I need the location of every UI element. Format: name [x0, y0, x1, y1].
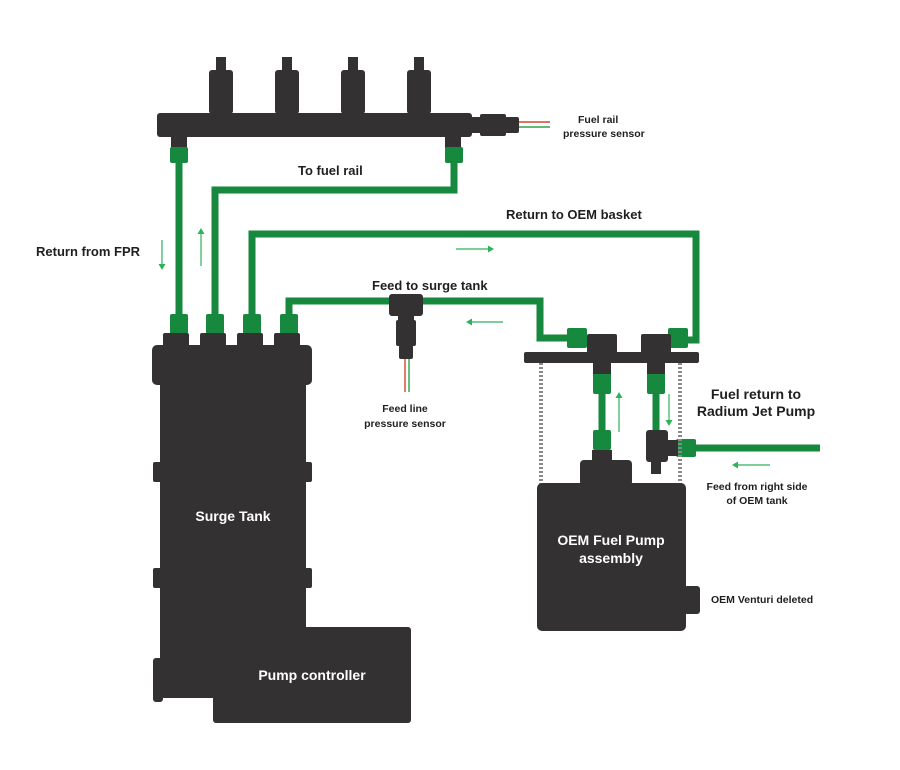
pipe-to-fuel-rail	[211, 148, 458, 323]
feed-line-pressure-sensor	[396, 320, 416, 392]
label-feed-line-pressure-sensor-1: Feed line	[382, 403, 428, 415]
flow-arrow-return-to-oem-basket	[456, 245, 494, 253]
flow-arrow-return-down	[665, 394, 673, 426]
flow-arrow-pump-feed	[615, 392, 623, 432]
label-fuel-rail-pressure-sensor-1: Fuel rail	[578, 114, 618, 126]
fuel-injector	[341, 57, 365, 114]
fuel-rail	[157, 57, 472, 148]
label-feed-from-right-side-1: Feed from right side	[707, 481, 808, 493]
label-oem-venturi-deleted: OEM Venturi deleted	[711, 594, 813, 606]
pipe-return-to-oem-basket	[248, 230, 700, 344]
pipe-feed-to-surge-tank	[285, 297, 574, 342]
feed-line-tee	[389, 294, 423, 322]
fuel-rail-pressure-sensor	[471, 114, 550, 136]
label-feed-line-pressure-sensor-2: pressure sensor	[364, 418, 446, 430]
oem-fuel-pump-label-1: OEM Fuel Pump	[557, 532, 664, 548]
fuel-injector	[275, 57, 299, 114]
label-fuel-return-radium-2: Radium Jet Pump	[697, 403, 815, 419]
pump-controller-label: Pump controller	[258, 667, 366, 683]
flow-arrow-feed-to-surge-tank	[466, 318, 503, 326]
flow-arrow-to-fuel-rail	[197, 228, 205, 266]
pump-controller: Pump controller	[213, 627, 411, 723]
surge-tank-label: Surge Tank	[195, 508, 270, 524]
pipe-fittings	[170, 147, 696, 457]
oem-fuel-pump-label-2: assembly	[579, 550, 643, 566]
flow-arrow-return-from-fpr	[158, 240, 166, 270]
label-feed-from-right-side-2: of OEM tank	[726, 495, 787, 507]
surge-tank: Surge Tank	[152, 333, 312, 702]
label-fuel-rail-pressure-sensor-2: pressure sensor	[563, 128, 645, 140]
label-feed-to-surge-tank: Feed to surge tank	[372, 278, 488, 293]
flow-arrow-feed-from-right-side	[732, 461, 770, 469]
oem-fuel-pump-assembly: OEM Fuel Pump assembly	[524, 334, 700, 631]
label-return-to-oem-basket: Return to OEM basket	[506, 207, 642, 222]
label-fuel-return-radium-1: Fuel return to	[711, 386, 801, 402]
fuel-injector	[209, 57, 233, 114]
label-to-fuel-rail: To fuel rail	[298, 163, 363, 178]
fuel-injector	[407, 57, 431, 114]
label-return-from-fpr: Return from FPR	[36, 244, 141, 259]
